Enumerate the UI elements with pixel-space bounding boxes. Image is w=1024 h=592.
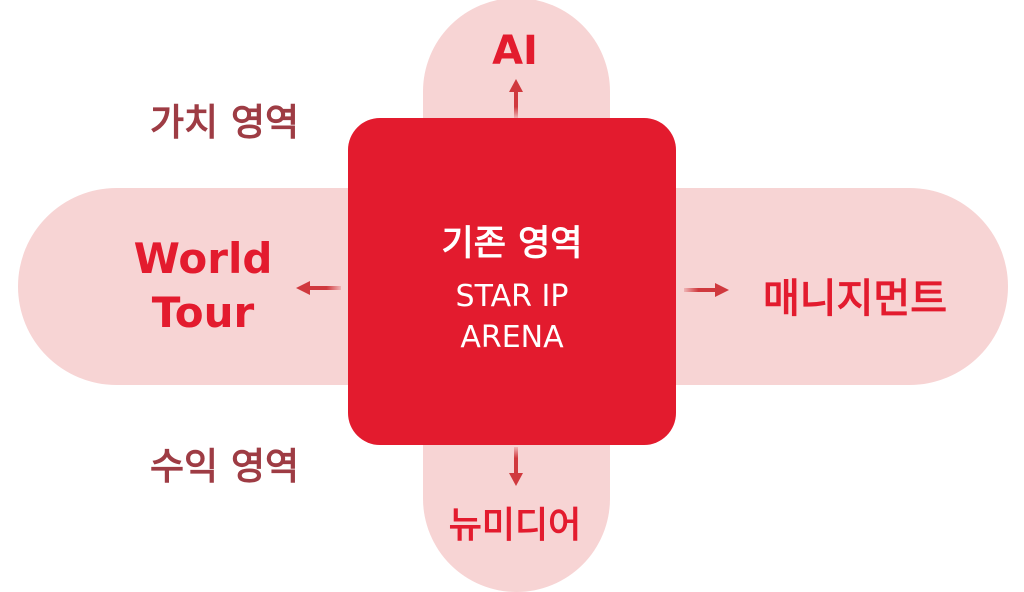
core-subtitle-line2: ARENA — [460, 320, 564, 355]
zone-revenue-label: 수익 영역 — [150, 445, 300, 488]
core-subtitle-line1: STAR IP — [455, 279, 569, 314]
arrow-up-icon — [509, 79, 523, 118]
branch-management: 매니지먼트 — [763, 276, 947, 322]
arrow-right-icon — [684, 283, 729, 297]
branch-world-tour-line2: Tour — [151, 288, 255, 337]
branch-world-tour: World Tour — [103, 232, 303, 340]
core-title: 기존 영역 — [441, 224, 583, 264]
branch-world-tour-line1: World — [133, 234, 273, 283]
branch-ai: AI — [492, 28, 538, 74]
arrow-left-icon — [296, 281, 341, 295]
zone-value-label: 가치 영역 — [150, 101, 300, 144]
arrow-down-icon — [509, 447, 523, 486]
core-box: 기존 영역 STAR IP ARENA — [348, 118, 676, 445]
branch-new-media: 뉴미디어 — [448, 505, 582, 546]
core-subtitle: STAR IP ARENA — [348, 276, 676, 358]
